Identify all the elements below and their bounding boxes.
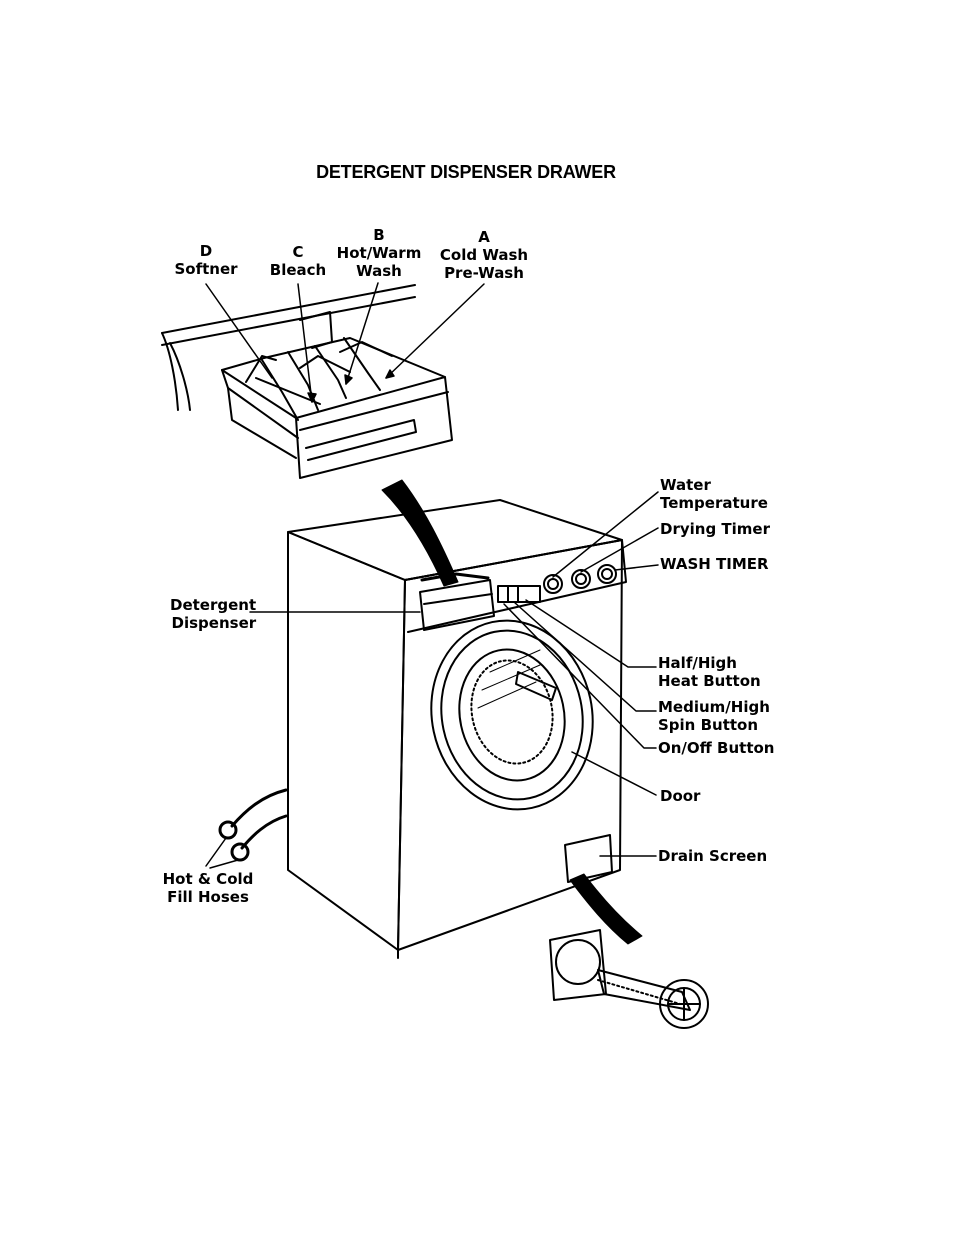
label-drying-timer: Drying Timer xyxy=(660,520,770,538)
machine-leader-lines xyxy=(205,491,659,869)
drawer-illustration xyxy=(161,284,453,479)
diagram-title: DETERGENT DISPENSER DRAWER xyxy=(316,162,616,182)
label-hot-warm-wash: B Hot/Warm Wash xyxy=(336,226,422,280)
label-drain-screen: Drain Screen xyxy=(658,847,768,865)
drain-arrow xyxy=(569,873,643,945)
fill-hoses xyxy=(218,788,288,862)
label-detergent-dispenser: Detergent Dispenser xyxy=(170,596,257,632)
drawer-arrow xyxy=(381,479,459,587)
label-softener: D Softner xyxy=(174,242,238,278)
label-on-off-button: On/Off Button xyxy=(658,739,775,757)
label-door: Door xyxy=(660,787,701,805)
label-bleach: C Bleach xyxy=(269,243,327,279)
label-water-temperature: Water Temperature xyxy=(660,476,768,512)
label-medium-high-spin: Medium/High Spin Button xyxy=(658,698,770,734)
washer-body xyxy=(287,499,627,959)
drawer-leader-lines xyxy=(205,282,485,403)
label-cold-wash-pre-wash: A Cold Wash Pre-Wash xyxy=(439,228,529,282)
label-half-high-heat: Half/High Heat Button xyxy=(658,654,761,690)
label-fill-hoses: Hot & Cold Fill Hoses xyxy=(162,870,254,906)
label-wash-timer: WASH TIMER xyxy=(660,555,769,573)
drain-filter xyxy=(549,929,709,1029)
